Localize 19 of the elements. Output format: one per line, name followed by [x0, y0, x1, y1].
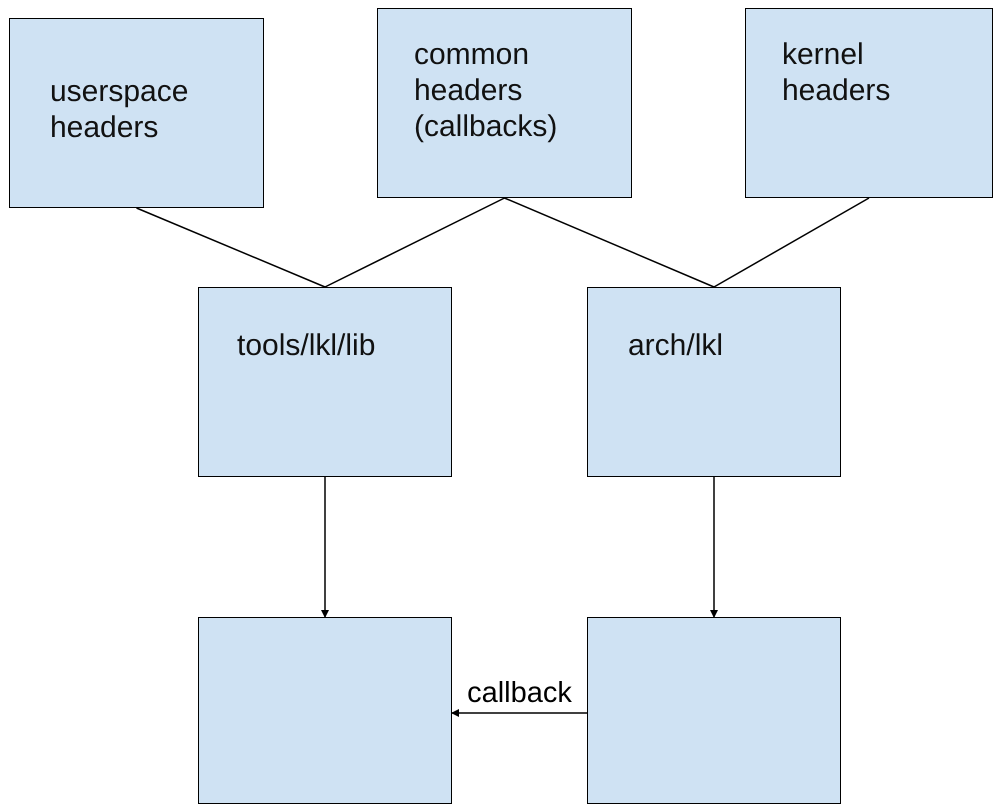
process-box — [377, 8, 632, 198]
process-box — [587, 287, 841, 477]
connector-line — [710, 477, 718, 618]
process-box — [9, 18, 264, 208]
box-label: arch/lkl — [628, 328, 724, 364]
box-label: tools/lkl/lib — [237, 328, 376, 364]
connector-line — [504, 197, 714, 288]
box-label: kernel headers — [782, 37, 892, 109]
process-box — [198, 287, 452, 477]
box-label: common headers (callbacks) — [414, 37, 558, 145]
connector-line — [321, 477, 329, 618]
empty-box — [587, 617, 841, 804]
connector-line — [324, 197, 505, 288]
connector-line — [714, 197, 870, 288]
connector-line — [451, 709, 587, 717]
empty-box — [198, 617, 452, 804]
process-box — [745, 8, 993, 198]
connector-line — [136, 207, 326, 288]
box-label: userspace headers — [50, 74, 190, 146]
